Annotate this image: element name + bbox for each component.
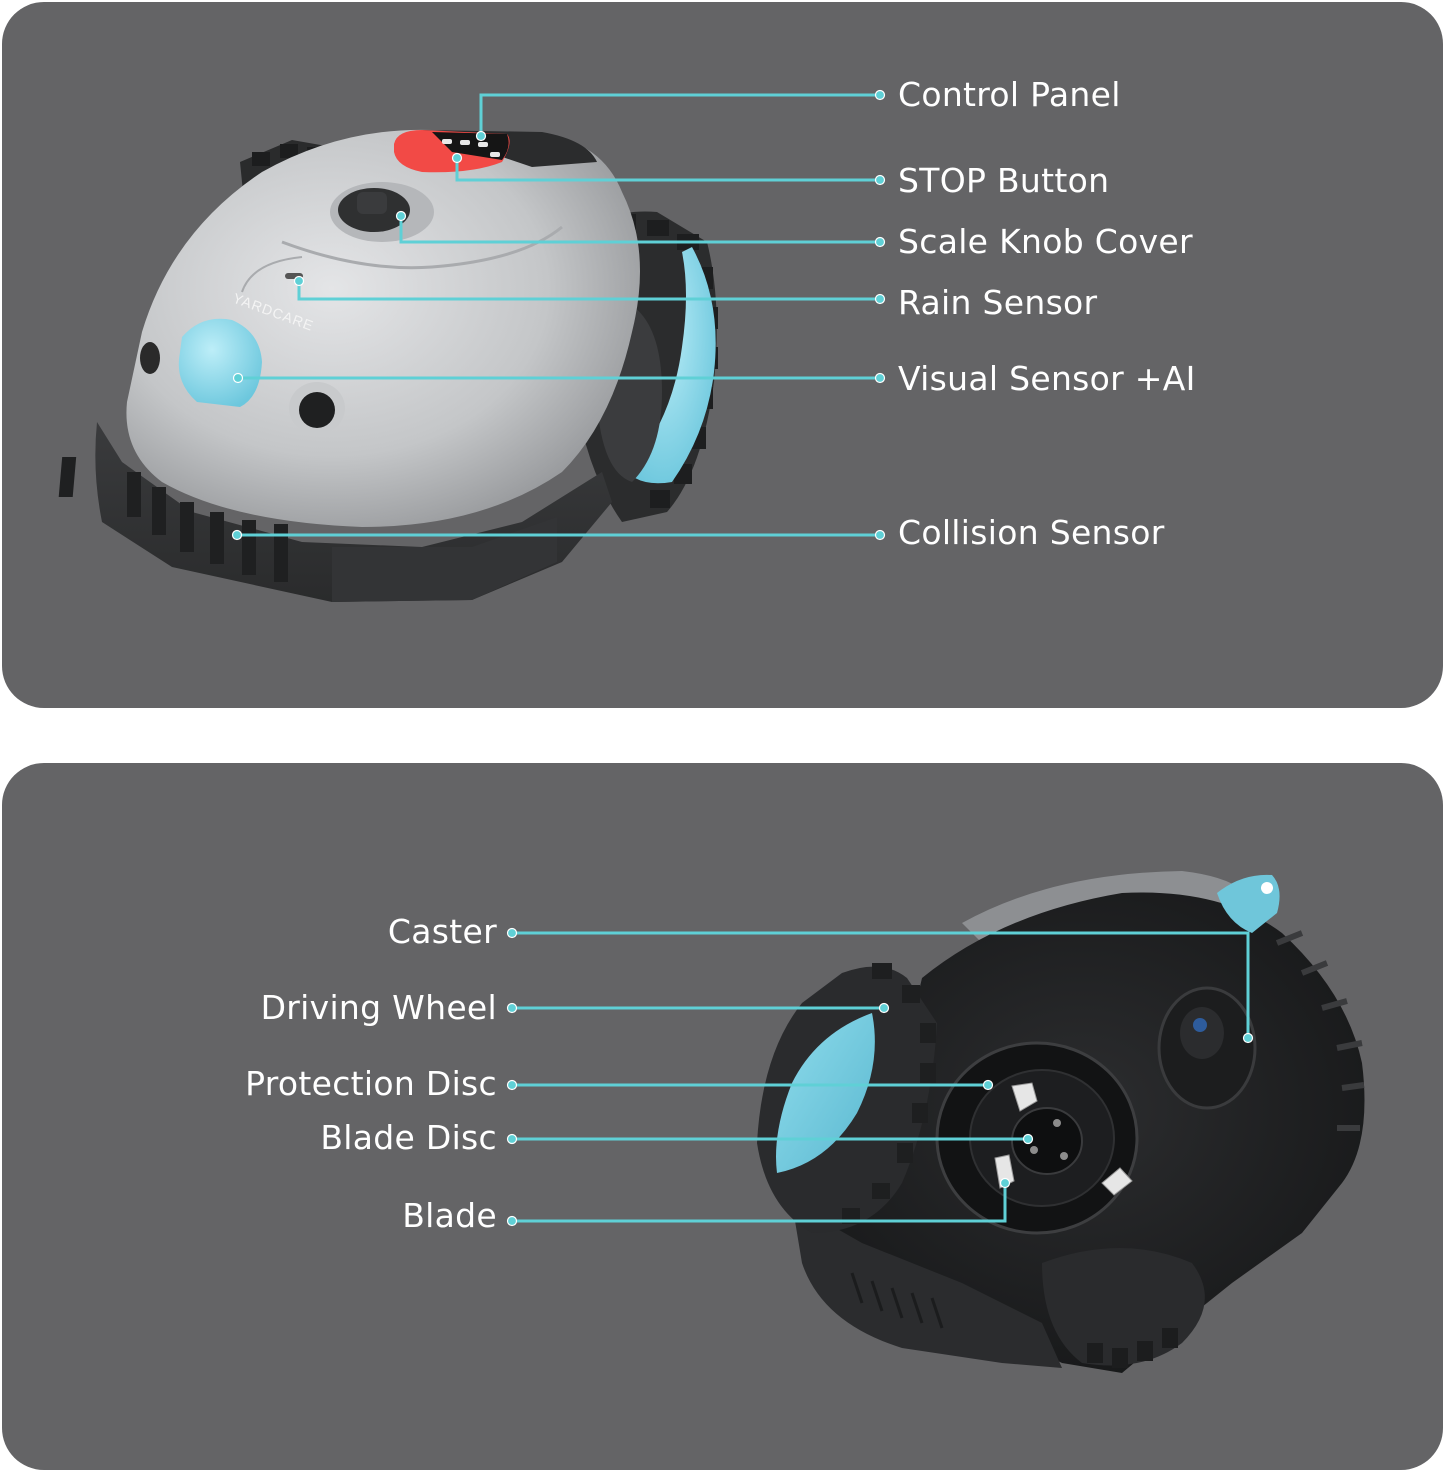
label-scale-knob-cover: Scale Knob Cover	[898, 222, 1193, 261]
callout-dots	[506, 927, 1254, 1227]
bottom-view-panel: Caster Driving Wheel Protection Disc Bla…	[2, 763, 1443, 1470]
mower-top-illustration: YARDCARE	[58, 89, 886, 602]
label-protection-disc: Protection Disc	[245, 1064, 497, 1103]
label-driving-wheel: Driving Wheel	[260, 988, 497, 1027]
scale-knob-cover	[330, 182, 434, 242]
blades	[994, 1082, 1133, 1196]
label-blade-disc: Blade Disc	[320, 1118, 497, 1157]
label-visual-sensor: Visual Sensor +AI	[898, 359, 1196, 398]
label-blade: Blade	[402, 1196, 497, 1235]
top-view-panel: YARDCARE Control Panel	[2, 2, 1443, 708]
callout-lines	[237, 93, 880, 537]
callout-lines	[512, 931, 1250, 1223]
tab-hole	[1261, 882, 1273, 894]
label-rain-sensor: Rain Sensor	[898, 283, 1098, 322]
label-control-panel: Control Panel	[898, 75, 1121, 114]
blade-disc	[1011, 1107, 1083, 1175]
caster	[1157, 986, 1257, 1110]
label-stop-button: STOP Button	[898, 161, 1110, 200]
mower-bottom-illustration	[506, 871, 1365, 1373]
visual-sensor	[140, 318, 262, 407]
bumper-skirt	[58, 422, 613, 602]
label-collision-sensor: Collision Sensor	[898, 513, 1165, 552]
driving-wheel	[757, 963, 937, 1233]
label-caster: Caster	[387, 912, 497, 951]
front-lens	[289, 382, 345, 434]
callout-dots	[231, 89, 886, 541]
